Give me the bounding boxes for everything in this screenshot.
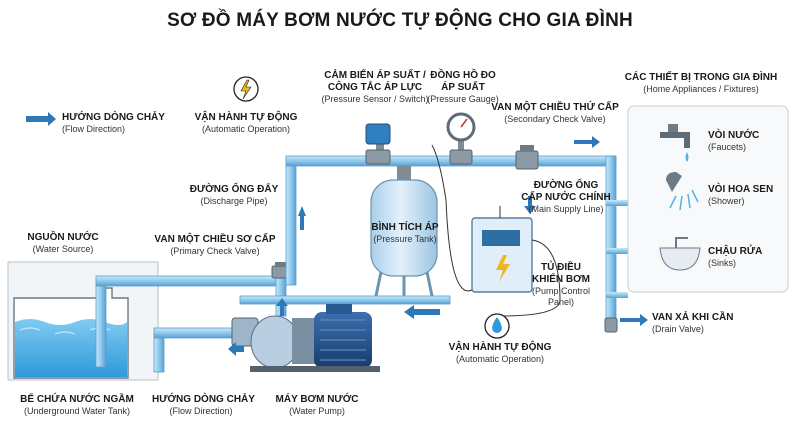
- label-title-line2: CÔNG TẮC ÁP LỰC: [327, 82, 423, 93]
- label-subtitle: (Pressure Gauge): [427, 94, 499, 104]
- flow-left-arrow-icon: [228, 342, 244, 356]
- label-title: CÁC THIẾT BỊ TRONG GIA ĐÌNH: [624, 72, 778, 83]
- label-title: VÒI NƯỚC: [708, 130, 760, 141]
- label-title: ĐƯỜNG ỐNG ĐẨY: [189, 184, 279, 195]
- label-title-line1: CẢM BIẾN ÁP SUẤT /: [324, 70, 426, 81]
- label-title-line1: ĐƯỜNG ỐNG: [533, 180, 599, 191]
- drain-arrow-icon: [620, 314, 648, 326]
- pump-control-panel-icon: [431, 144, 561, 317]
- up-arrow-icon: [276, 298, 288, 316]
- flow-arrows: [26, 112, 648, 356]
- label-pressure-gauge: ĐỒNG HỒ ĐO ÁP SUẤT (Pressure Gauge): [426, 70, 500, 105]
- home-fixtures-box: [627, 105, 789, 293]
- label-primary-check-valve: VAN MỘT CHIỀU SƠ CẤP (Primary Check Valv…: [152, 234, 278, 257]
- label-pressure-tank: BÌNH TÍCH ÁP (Pressure Tank): [370, 222, 440, 245]
- faucet-icon: [660, 124, 690, 162]
- flow-arrow-icon: [574, 136, 600, 148]
- label-title: VAN XẢ KHI CẦN: [652, 312, 734, 323]
- label-subtitle: (Flow Direction): [62, 124, 126, 134]
- flow-direction-arrow-icon: [26, 112, 56, 126]
- label-subtitle: (Home Appliances / Fixtures): [643, 84, 759, 94]
- water-drop-circle-icon: [484, 313, 510, 339]
- lightning-circle-icon: [233, 76, 259, 102]
- label-title: VẬN HÀNH TỰ ĐỘNG: [194, 112, 298, 123]
- label-subtitle: (Automatic Operation): [455, 354, 545, 364]
- pressure-switch-icon: [365, 123, 391, 165]
- label-water-source: NGUỒN NƯỚC (Water Source): [20, 232, 106, 255]
- label-title-line2: KHIỂN BƠM: [532, 274, 590, 285]
- label-pump-control-panel: TỦ ĐIỀU KHIỂN BƠM (Pump Control Panel): [530, 262, 592, 308]
- label-subtitle: (Underground Water Tank): [23, 406, 131, 416]
- label-home-appliances: CÁC THIẾT BỊ TRONG GIA ĐÌNH (Home Applia…: [616, 72, 786, 95]
- label-title: HƯỚNG DÒNG CHẢY: [62, 112, 165, 123]
- label-title-line2: CẤP NƯỚC CHÍNH: [521, 192, 611, 203]
- tank-feed-pipe: [239, 295, 451, 305]
- label-subtitle: (Pressure Tank): [373, 234, 437, 244]
- label-pressure-sensor: CẢM BIẾN ÁP SUẤT / CÔNG TẮC ÁP LỰC (Pres…: [310, 70, 440, 105]
- page-title: SƠ ĐỒ MÁY BƠM NƯỚC TỰ ĐỘNG CHO GIA ĐÌNH: [167, 10, 633, 31]
- label-subtitle: (Automatic Operation): [201, 124, 291, 134]
- label-secondary-check-valve: VAN MỘT CHIỀU THỨ CẤP (Secondary Check V…: [490, 102, 620, 125]
- label-subtitle: (Pressure Sensor / Switch): [321, 94, 429, 104]
- pressure-tank: [370, 166, 438, 297]
- label-title-line1: ĐỒNG HỒ ĐO: [430, 70, 496, 81]
- label-shower: VÒI HOA SEN (Shower): [708, 184, 773, 207]
- label-discharge-pipe: ĐƯỜNG ỐNG ĐẨY (Discharge Pipe): [186, 184, 282, 207]
- label-faucets: VÒI NƯỚC (Faucets): [708, 130, 759, 153]
- label-subtitle: (Main Supply Line): [528, 204, 604, 214]
- pressure-gauge-icon: [446, 112, 476, 165]
- label-subtitle: (Drain Valve): [652, 324, 704, 334]
- label-main-supply-line: ĐƯỜNG ỐNG CẤP NƯỚC CHÍNH (Main Supply Li…: [516, 180, 616, 215]
- label-sinks: CHẬU RỬA (Sinks): [708, 246, 762, 269]
- label-title: NGUỒN NƯỚC: [27, 232, 99, 243]
- label-subtitle: (Primary Check Valve): [170, 246, 260, 256]
- label-water-pump: MÁY BƠM NƯỚC (Water Pump): [268, 394, 366, 417]
- label-flow-direction-top: HƯỚNG DÒNG CHẢY (Flow Direction): [62, 112, 165, 135]
- label-title: CHẬU RỬA: [708, 246, 763, 257]
- label-title: VAN MỘT CHIỀU SƠ CẤP: [154, 234, 276, 245]
- label-subtitle-line1: (Pump Control: [531, 286, 591, 296]
- label-title: VẬN HÀNH TỰ ĐỘNG: [448, 342, 552, 353]
- up-arrow-icon: [298, 206, 306, 230]
- label-title: MÁY BƠM NƯỚC: [275, 394, 359, 405]
- label-subtitle: (Faucets): [708, 142, 747, 152]
- label-subtitle: (Water Source): [32, 244, 94, 254]
- return-arrow-icon: [404, 305, 440, 319]
- water-pump-icon: [231, 304, 380, 372]
- label-drain-valve: VAN XẢ KHI CẦN (Drain Valve): [652, 312, 733, 335]
- label-automatic-operation-top: VẬN HÀNH TỰ ĐỘNG (Automatic Operation): [188, 112, 304, 135]
- label-underground-tank: BỂ CHỨA NƯỚC NGẦM (Underground Water Tan…: [4, 394, 150, 417]
- label-flow-direction-bottom: HƯỚNG DÒNG CHẢY (Flow Direction): [152, 394, 255, 417]
- label-title-line1: TỦ ĐIỀU: [541, 262, 581, 273]
- primary-check-valve-icon: [271, 262, 291, 279]
- label-title: BÌNH TÍCH ÁP: [371, 222, 439, 233]
- label-subtitle: (Shower): [708, 196, 745, 206]
- label-subtitle-line2: Panel): [547, 296, 574, 307]
- label-title: VAN MỘT CHIỀU THỨ CẤP: [491, 102, 619, 113]
- shower-icon: [666, 172, 699, 211]
- label-subtitle: (Sinks): [708, 258, 737, 268]
- label-automatic-operation-bottom: VẬN HÀNH TỰ ĐỘNG (Automatic Operation): [442, 342, 558, 365]
- secondary-check-valve-icon: [515, 145, 539, 170]
- label-subtitle: (Flow Direction): [169, 406, 233, 416]
- down-arrow-icon: [524, 196, 536, 214]
- label-title: BỂ CHỨA NƯỚC NGẦM: [20, 394, 134, 405]
- label-title: HƯỚNG DÒNG CHẢY: [152, 394, 255, 405]
- label-title-line2: ÁP SUẤT: [441, 82, 485, 93]
- label-subtitle: (Secondary Check Valve): [504, 114, 606, 124]
- sink-icon: [659, 237, 701, 271]
- label-subtitle: (Discharge Pipe): [200, 196, 268, 206]
- label-title: VÒI HOA SEN: [708, 184, 774, 195]
- label-subtitle: (Water Pump): [289, 406, 345, 416]
